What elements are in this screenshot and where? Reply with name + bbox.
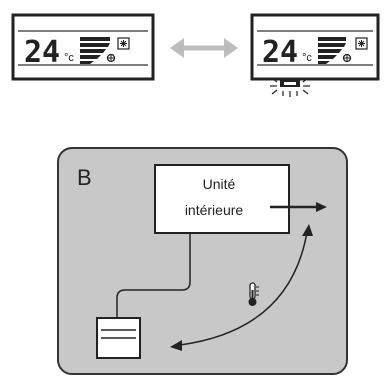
- remote-sensor-blink-icon: [270, 77, 310, 97]
- lcd-display-right: 24 °c: [250, 13, 380, 97]
- lcd-temperature-right: 24: [262, 35, 298, 70]
- lcd-unit-right: °c: [302, 52, 312, 64]
- lcd-display-left: 24 °c: [11, 13, 155, 81]
- indoor-unit-line2: intérieure: [185, 202, 244, 218]
- indoor-unit-line1: Unité: [203, 176, 236, 192]
- snowflake-icon: [355, 37, 368, 50]
- snowflake-icon: [117, 37, 130, 50]
- fan-mode-icon: [342, 53, 352, 63]
- lcd-temperature-left: 24: [24, 35, 60, 70]
- connection-cable: [116, 233, 191, 318]
- double-arrow-icon: [170, 38, 238, 58]
- fan-speed-icon: [318, 37, 346, 64]
- airflow-arrow: [270, 202, 327, 212]
- fan-mode-icon: [106, 53, 116, 63]
- remote-controller: [96, 317, 141, 359]
- lcd-unit-left: °c: [64, 52, 74, 64]
- sensing-curved-arrow: [170, 224, 313, 351]
- thermometer-icon: [248, 282, 259, 306]
- fan-speed-icon: [80, 37, 110, 64]
- panel-label: B: [77, 165, 92, 190]
- indoor-unit-box: Unité intérieure: [154, 164, 290, 234]
- panel-b: B Unité intérieure: [57, 147, 348, 375]
